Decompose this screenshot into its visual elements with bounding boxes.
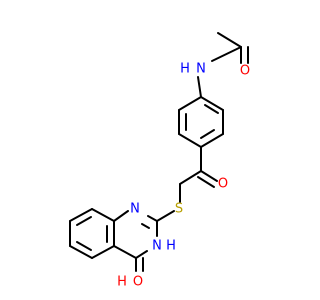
heterocycle-bond-1 bbox=[147, 215, 158, 222]
heterocycle-bond-3 bbox=[113, 210, 129, 222]
fused-benzene-inner-bond-2 bbox=[76, 241, 92, 251]
fused-benzene-bond-5 bbox=[91, 245, 115, 259]
benzene-inner-bond-1 bbox=[204, 104, 219, 114]
fused-benzene-inner-bond-1 bbox=[76, 216, 92, 226]
benzene-bond-6 bbox=[178, 96, 202, 111]
lactam-oxygen-label: O bbox=[133, 275, 143, 290]
structure-diagram: N H O O S N N H O H bbox=[69, 32, 250, 290]
bond-carbonyl-n bbox=[211, 46, 242, 62]
bond-ketone-o-2 bbox=[197, 176, 215, 188]
heterocycle-bond-2 bbox=[141, 223, 150, 229]
amide-hydrogen-label: H bbox=[180, 62, 190, 77]
bond-ketone-ch2 bbox=[179, 170, 202, 185]
benzene-bond-4 bbox=[178, 133, 202, 148]
molecule-canvas: N H O O S N N H O H bbox=[69, 32, 251, 290]
benzene-bond-3 bbox=[200, 133, 224, 148]
ring-nitrogen-hydrogen-label: H bbox=[166, 239, 176, 254]
bond-ketone-o-1 bbox=[200, 170, 218, 182]
benzene-inner-bond-2 bbox=[200, 129, 215, 139]
ring-nitrogen-upper-label: N bbox=[130, 202, 140, 217]
bond-n-ring bbox=[197, 76, 202, 98]
sulfur-label: S bbox=[175, 202, 183, 217]
ring-nitrogen-lower-label: N bbox=[152, 239, 162, 254]
bond-methyl-carbonyl bbox=[217, 32, 242, 48]
ketone-oxygen-label: O bbox=[218, 177, 228, 192]
amide-nitrogen-label: N bbox=[196, 62, 206, 77]
lactam-hydrogen-label: H bbox=[117, 275, 127, 290]
heterocycle-bond-5 bbox=[113, 245, 137, 259]
benzene-bond-1 bbox=[200, 96, 224, 111]
amide-oxygen-label: O bbox=[240, 64, 250, 79]
fused-benzene-bond-2 bbox=[69, 208, 93, 222]
heterocycle-bond-7 bbox=[135, 250, 148, 259]
bond-s-c2 bbox=[156, 210, 175, 222]
fused-benzene-bond-1 bbox=[91, 208, 115, 222]
fused-benzene-bond-4 bbox=[69, 245, 93, 259]
